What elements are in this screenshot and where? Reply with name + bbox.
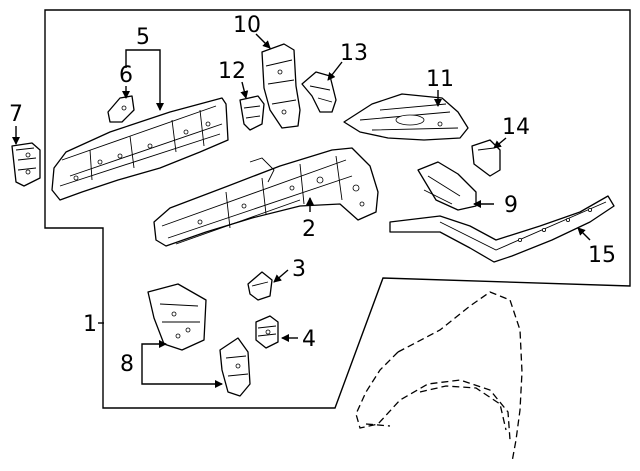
part-8-lower-bracket bbox=[219, 337, 251, 397]
part-12-bracket bbox=[239, 95, 265, 131]
part-2-side-member bbox=[153, 147, 379, 247]
fender-outline bbox=[355, 291, 523, 463]
callout-3: 3 bbox=[292, 257, 306, 282]
part-6-plate bbox=[107, 95, 135, 123]
assembly-boundary bbox=[44, 9, 631, 409]
callout-labels: 1 2 3 4 5 6 7 8 9 10 11 12 13 14 15 bbox=[9, 13, 616, 377]
callout-11: 11 bbox=[426, 67, 454, 92]
part-4-bracket bbox=[255, 315, 279, 349]
part-5-side-member bbox=[51, 97, 229, 201]
callout-9: 9 bbox=[504, 193, 518, 218]
part-3-clip bbox=[247, 271, 273, 301]
callout-13: 13 bbox=[340, 41, 368, 66]
callout-4: 4 bbox=[302, 327, 316, 352]
callout-6: 6 bbox=[119, 63, 133, 88]
part-15-upper-rail bbox=[389, 195, 615, 263]
part-8-upper-plate bbox=[147, 283, 207, 351]
leader-lines bbox=[12, 33, 591, 388]
callout-10: 10 bbox=[233, 13, 261, 38]
callout-8: 8 bbox=[120, 352, 134, 377]
callout-12: 12 bbox=[218, 59, 246, 84]
callout-5: 5 bbox=[136, 25, 150, 50]
callout-2: 2 bbox=[302, 217, 316, 242]
part-13-bracket bbox=[301, 71, 337, 113]
callout-14: 14 bbox=[502, 115, 530, 140]
callout-1: 1 bbox=[83, 312, 97, 337]
part-11-apron bbox=[343, 93, 469, 141]
part-7-bracket bbox=[11, 142, 41, 187]
part-9-gusset bbox=[417, 161, 477, 211]
callout-15: 15 bbox=[588, 243, 616, 268]
part-14-bracket bbox=[471, 139, 501, 177]
part-10-reinforcement bbox=[261, 43, 301, 129]
callout-7: 7 bbox=[9, 102, 23, 127]
